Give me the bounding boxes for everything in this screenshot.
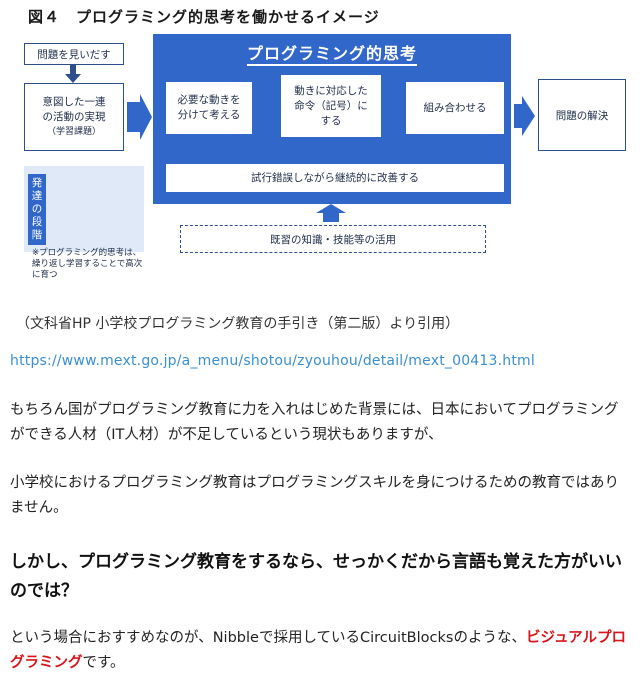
- knowledge-label: 既習の知識・技能等の活用: [270, 233, 396, 246]
- growth-stage-label: 発達の段階: [28, 174, 46, 245]
- visual-programming-highlight: ビジュアルプログラミング: [10, 630, 627, 671]
- arrow-right-to-solution: [514, 96, 535, 136]
- intent-box: 意図した一連 の活動の実現 （学習課題）: [24, 83, 124, 151]
- solution-box: 問題の解決: [538, 79, 626, 151]
- arrow-right-into-thinking: [127, 94, 152, 140]
- find-problem-box: 問題を見いだす: [24, 43, 124, 65]
- paragraph-background: もちろん国がプログラミング教育に力を入れはじめた背景には、日本においてプログラミ…: [10, 402, 619, 443]
- step3-label: 組み合わせる: [423, 101, 487, 114]
- trial-label: 試行錯誤しながら継続的に改善する: [251, 171, 419, 184]
- arrow-down-shaft: [70, 65, 76, 75]
- knowledge-box: 既習の知識・技能等の活用: [180, 225, 486, 253]
- arrow-up-from-knowledge: [316, 204, 346, 222]
- solution-label: 問題の解決: [555, 109, 609, 122]
- step1-line1: 必要な動きを: [177, 94, 241, 106]
- step-combine-box: 組み合わせる: [406, 82, 504, 134]
- intent-line2: の活動の実現: [42, 110, 106, 123]
- intent-line1: 意図した一連: [42, 95, 106, 108]
- p3-prefix: という場合におすすめなのが、Nibbleで採用しているCircuitBlocks…: [10, 630, 526, 646]
- growth-note: ※プログラミング的思考は、繰り返し学習することで高次に育つ: [32, 248, 143, 280]
- section-heading: しかし、プログラミング教育をするなら、せっかくだから言語も覚えた方がいいのでは？: [10, 552, 622, 601]
- paragraph-not-skill: 小学校におけるプログラミング教育はプログラミングスキルを身につけるための教育では…: [10, 475, 619, 516]
- trial-improve-box: 試行錯誤しながら継続的に改善する: [166, 164, 504, 192]
- intent-sub: （学習課題）: [46, 126, 101, 137]
- paragraph-recommendation: という場合におすすめなのが、Nibbleで採用しているCircuitBlocks…: [10, 626, 630, 676]
- p3-suffix: です。: [82, 655, 125, 671]
- step2-line2: 命令（記号）に: [294, 99, 368, 112]
- figure-title: 図４ プログラミング的思考を働かせるイメージ: [28, 8, 380, 26]
- source-link[interactable]: https://www.mext.go.jp/a_menu/shotou/zyo…: [10, 353, 535, 369]
- figure-caption: （文科省HP 小学校プログラミング教育の手引き（第二版）より引用）: [16, 316, 460, 332]
- step1-line2: 分けて考える: [177, 109, 241, 121]
- step2-line1: 動きに対応した: [294, 84, 368, 97]
- find-problem-label: 問題を見いだす: [37, 48, 111, 61]
- step2-line3: する: [320, 114, 342, 127]
- step-command-box: 動きに対応した 命令（記号）に する: [281, 75, 381, 137]
- step-divide-box: 必要な動きを 分けて考える: [166, 82, 252, 134]
- programming-thinking-title: プログラミング的思考: [153, 40, 511, 66]
- arrow-down-head: [65, 74, 81, 83]
- growth-stage-panel: 発達の段階 ※プログラミング的思考は、繰り返し学習することで高次に育つ: [24, 166, 144, 288]
- programming-thinking-figure: 図４ プログラミング的思考を働かせるイメージ: [0, 0, 640, 295]
